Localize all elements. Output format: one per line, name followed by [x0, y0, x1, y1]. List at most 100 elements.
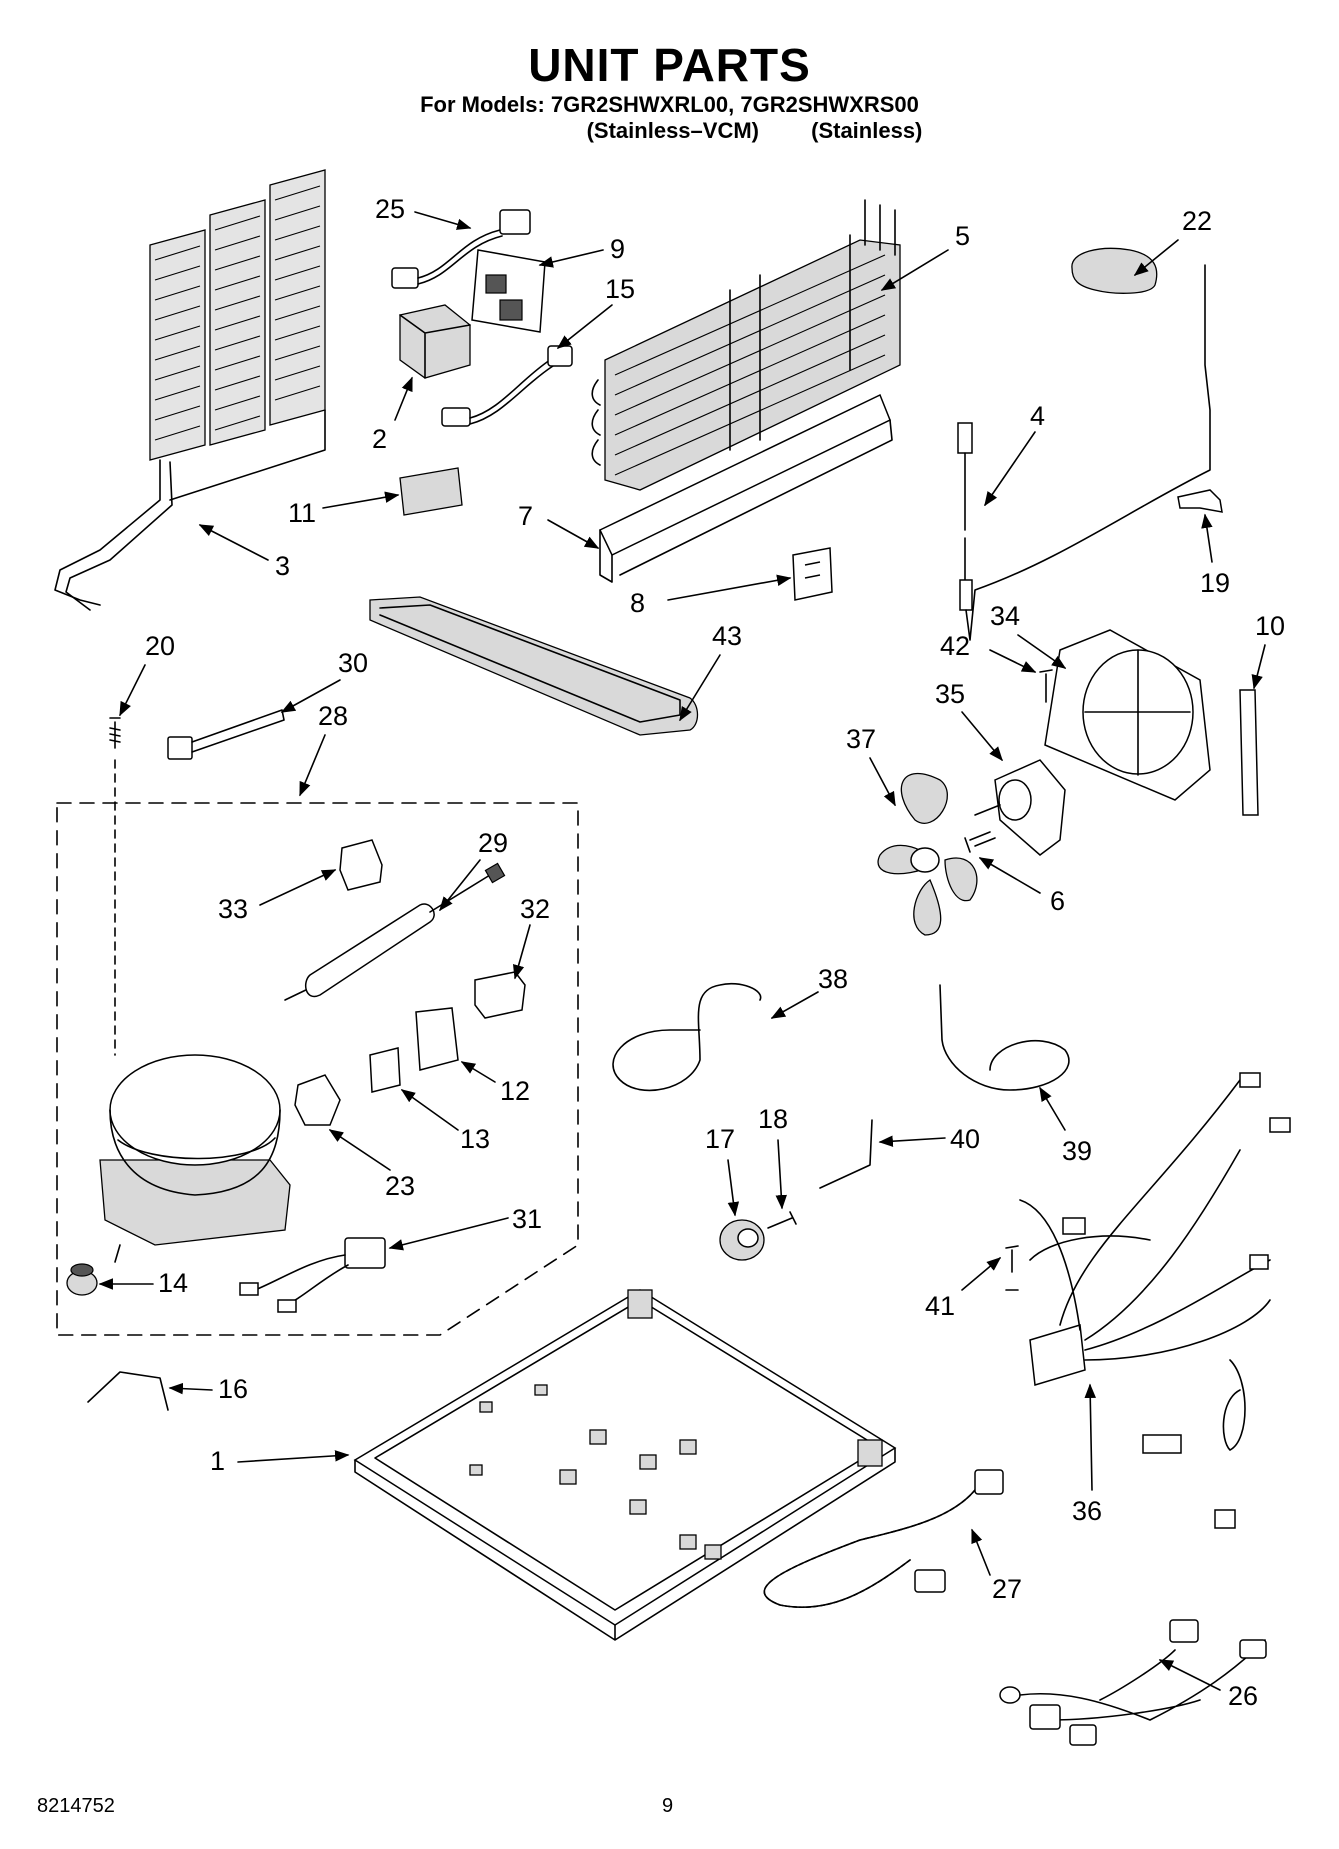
finish-label-1: (Stainless–VCM): [586, 118, 759, 143]
svg-text:30: 30: [338, 648, 368, 678]
callout-17: 17: [705, 1124, 740, 1217]
svg-text:8: 8: [630, 588, 645, 618]
wire-harness-25: [391, 209, 531, 289]
svg-text:6: 6: [1050, 886, 1065, 916]
base-frame: [353, 1289, 897, 1641]
svg-text:12: 12: [500, 1076, 530, 1106]
svg-text:4: 4: [1030, 401, 1045, 431]
callout-16: 16: [168, 1374, 248, 1404]
callout-18: 18: [758, 1104, 788, 1210]
screw-41: [1005, 1245, 1019, 1291]
svg-text:35: 35: [935, 679, 965, 709]
svg-text:1: 1: [210, 1446, 225, 1476]
page-number: 9: [662, 1795, 674, 1817]
callout-30: 30: [280, 648, 368, 713]
water-tube-39: [939, 984, 1070, 1091]
svg-text:14: 14: [158, 1268, 188, 1298]
model-list: For Models: 7GR2SHWXRL00, 7GR2SHWXRS00: [420, 92, 919, 117]
ice-maker-harness: [999, 1619, 1267, 1746]
callout-1: 1: [210, 1446, 350, 1476]
fan-motor: [974, 759, 1066, 856]
fan-shroud: [1044, 629, 1211, 801]
svg-text:17: 17: [705, 1124, 735, 1154]
callout-4: 4: [984, 401, 1045, 507]
svg-text:42: 42: [940, 631, 970, 661]
svg-text:40: 40: [950, 1124, 980, 1154]
svg-text:18: 18: [758, 1104, 788, 1134]
sensor-cover: [1071, 247, 1158, 294]
callout-29: 29: [439, 828, 508, 912]
screw-42: [1039, 669, 1053, 703]
drain-pan: [369, 596, 699, 736]
svg-text:27: 27: [992, 1574, 1022, 1604]
callout-37: 37: [846, 724, 896, 807]
document-number: 8214752: [37, 1795, 115, 1817]
svg-text:9: 9: [610, 234, 625, 264]
callout-28: 28: [299, 701, 348, 797]
callout-38: 38: [770, 964, 848, 1019]
callout-2: 2: [372, 376, 413, 454]
compressor: [99, 1054, 291, 1263]
callout-15: 15: [556, 274, 635, 349]
svg-text:33: 33: [218, 894, 248, 924]
callout-42: 42: [940, 631, 1037, 673]
svg-text:15: 15: [605, 274, 635, 304]
fan-blade: [877, 773, 978, 936]
svg-text:41: 41: [925, 1291, 955, 1321]
svg-text:16: 16: [218, 1374, 248, 1404]
sensor-clip: [1177, 489, 1223, 513]
callout-11: 11: [288, 491, 400, 528]
bracket: [792, 547, 833, 601]
svg-text:39: 39: [1062, 1136, 1092, 1166]
svg-text:28: 28: [318, 701, 348, 731]
capacitor-block: [399, 304, 471, 379]
grommet: [66, 1263, 98, 1296]
svg-text:22: 22: [1182, 206, 1212, 236]
svg-text:3: 3: [275, 551, 290, 581]
cable-tie: [167, 709, 285, 760]
svg-text:2: 2: [372, 424, 387, 454]
callout-14: 14: [98, 1268, 188, 1298]
callout-33: 33: [218, 869, 337, 924]
svg-text:34: 34: [990, 601, 1020, 631]
water-tube-38: [612, 982, 762, 1092]
terminal-block: [339, 839, 383, 891]
relay: [474, 971, 526, 1019]
roller-wheel: [719, 1219, 765, 1261]
svg-text:38: 38: [818, 964, 848, 994]
control-board: [471, 249, 546, 333]
svg-text:10: 10: [1255, 611, 1285, 641]
svg-text:43: 43: [712, 621, 742, 651]
svg-text:31: 31: [512, 1204, 542, 1234]
screw-20: [109, 717, 121, 749]
callout-10: 10: [1251, 611, 1285, 690]
callout-6: 6: [978, 857, 1065, 916]
terminal-cover: [294, 1074, 341, 1126]
start-device: [369, 1047, 401, 1093]
svg-text:36: 36: [1072, 1496, 1102, 1526]
gasket-strip: [1239, 689, 1259, 816]
svg-text:32: 32: [520, 894, 550, 924]
callout-32: 32: [512, 894, 550, 980]
svg-text:26: 26: [1228, 1681, 1258, 1711]
svg-text:11: 11: [288, 498, 316, 528]
evaporator: [591, 199, 901, 491]
svg-text:19: 19: [1200, 568, 1230, 598]
callout-36: 36: [1072, 1383, 1102, 1526]
finish-label-2: (Stainless): [811, 118, 923, 143]
svg-text:5: 5: [955, 221, 970, 251]
compressor-kit-group: [56, 802, 579, 1336]
thermistor: [957, 264, 1211, 641]
compressor-harness: [239, 1237, 386, 1313]
callout-3: 3: [198, 524, 290, 581]
callout-39: 39: [1039, 1086, 1092, 1166]
filter-drier: [284, 862, 506, 1001]
svg-text:13: 13: [460, 1124, 490, 1154]
callout-20: 20: [119, 631, 175, 717]
callout-34: 34: [990, 601, 1067, 669]
callout-13: 13: [400, 1089, 490, 1154]
main-wire-harness: [1019, 1072, 1291, 1529]
wire-clip: [87, 1371, 169, 1411]
drain-trough: [598, 393, 893, 583]
finish-row: (Stainless–VCM) (Stainless): [0, 118, 1339, 144]
